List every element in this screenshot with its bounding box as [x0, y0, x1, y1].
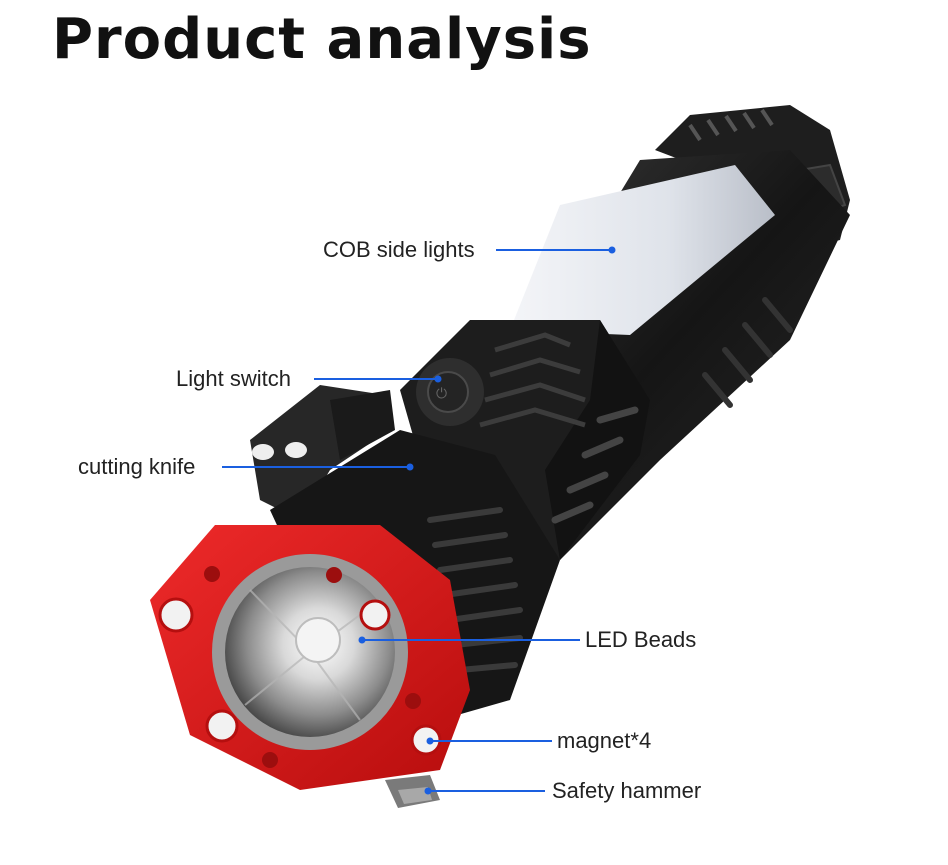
page-title: Product analysis	[52, 7, 592, 72]
cob-panel	[510, 165, 775, 335]
svg-text:⏻: ⏻	[436, 386, 447, 402]
cutting-knife	[250, 385, 395, 520]
led-chip	[295, 617, 341, 663]
label-cutting-knife: cutting knife	[78, 454, 196, 479]
label-cob-side-lights: COB side lights	[323, 237, 475, 262]
label-led-beads: LED Beads	[585, 627, 697, 652]
red-bezel	[150, 525, 470, 790]
label-safety-hammer: Safety hammer	[552, 778, 702, 803]
magnet-1	[158, 597, 194, 633]
switch-block: ⏻	[400, 320, 650, 560]
label-light-switch: Light switch	[176, 366, 291, 391]
leader-lines	[222, 246, 616, 795]
safety-hammer	[385, 775, 440, 808]
magnet-2	[359, 599, 391, 631]
label-magnet: magnet*4	[557, 728, 652, 753]
magnet-3	[205, 709, 239, 743]
